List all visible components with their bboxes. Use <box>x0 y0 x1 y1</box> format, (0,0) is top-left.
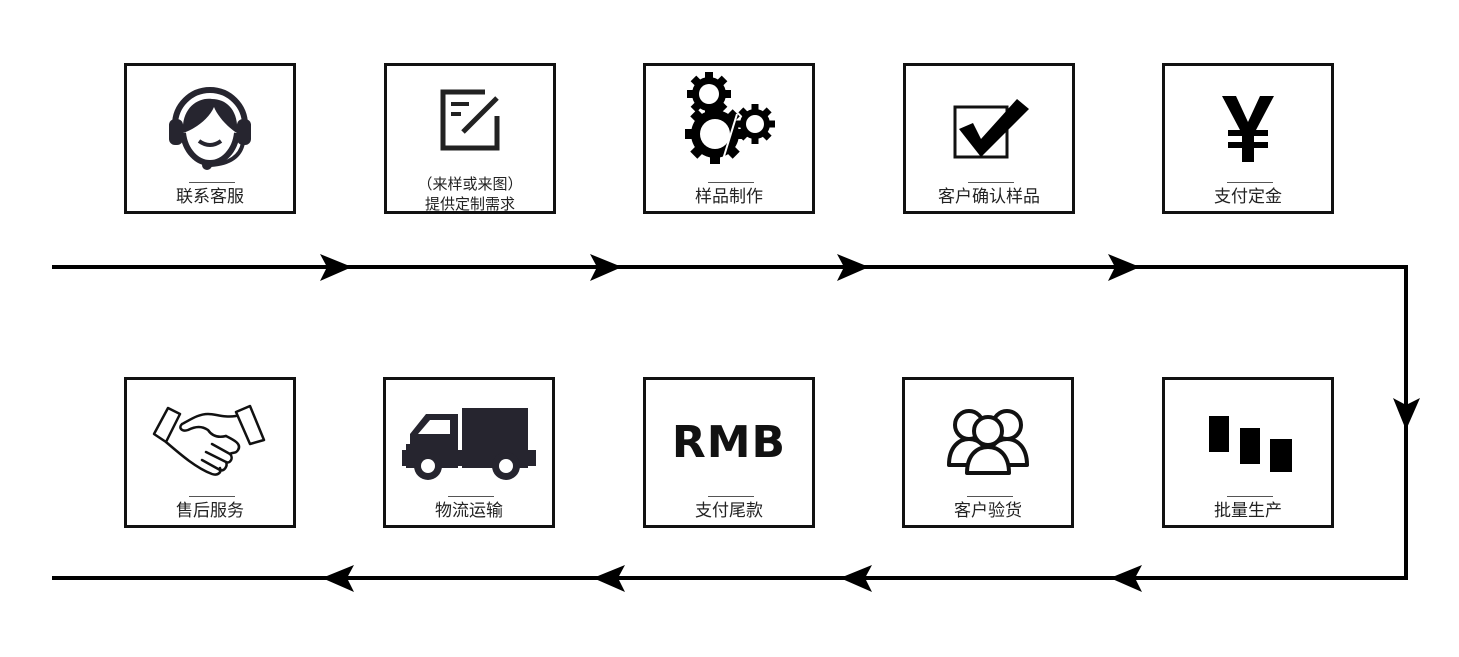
divider <box>448 496 494 497</box>
bars-production-icon <box>1165 394 1331 490</box>
arrow-down-icon <box>1393 398 1420 430</box>
gears-icon <box>646 72 812 168</box>
arrow-right-icon <box>320 254 352 281</box>
yen-icon <box>1165 80 1331 176</box>
truck-icon <box>386 394 552 490</box>
divider <box>1227 496 1273 497</box>
arrow-right-icon <box>837 254 869 281</box>
step-provide-requirements: （来样或来图） 提供定制需求 <box>384 63 556 214</box>
step-label: 样品制作 <box>695 187 763 207</box>
step-mass-production: 批量生产 <box>1162 377 1334 528</box>
step-contact-service: 联系客服 <box>124 63 296 214</box>
customer-service-headset-icon <box>127 80 293 176</box>
step-logistics: 物流运输 <box>383 377 555 528</box>
arrow-left-icon <box>322 565 354 592</box>
step-label: 联系客服 <box>176 187 244 207</box>
step-label: （来样或来图） 提供定制需求 <box>387 174 553 214</box>
step-label: 批量生产 <box>1214 501 1282 521</box>
divider <box>708 496 754 497</box>
step-sample-production: 样品制作 <box>643 63 815 214</box>
step-customer-inspection: 客户验货 <box>902 377 1074 528</box>
divider <box>967 496 1013 497</box>
edit-document-icon <box>387 76 553 166</box>
divider <box>189 496 235 497</box>
arrow-left-icon <box>840 565 872 592</box>
step-label-line1: （来样或来图） <box>417 175 523 193</box>
step-pay-balance: RMB 支付尾款 <box>643 377 815 528</box>
divider <box>189 182 235 183</box>
arrow-left-icon <box>593 565 625 592</box>
handshake-icon <box>127 394 293 490</box>
divider <box>708 182 754 183</box>
checkbox-check-icon <box>906 80 1072 176</box>
step-label-line2: 提供定制需求 <box>424 195 515 213</box>
divider <box>1227 182 1273 183</box>
step-label: 物流运输 <box>435 501 503 521</box>
step-label: 客户验货 <box>954 501 1022 521</box>
step-label: 客户确认样品 <box>938 187 1040 207</box>
users-group-icon <box>905 394 1071 490</box>
step-after-sales-service: 售后服务 <box>124 377 296 528</box>
step-label: 支付定金 <box>1214 187 1282 207</box>
divider <box>968 182 1014 183</box>
step-pay-deposit: 支付定金 <box>1162 63 1334 214</box>
rmb-text: RMB <box>671 416 787 468</box>
rmb-text-icon: RMB <box>646 394 812 490</box>
step-label: 支付尾款 <box>695 501 763 521</box>
arrow-right-icon <box>1108 254 1140 281</box>
step-label: 售后服务 <box>176 501 244 521</box>
arrow-right-icon <box>590 254 622 281</box>
step-customer-confirm-sample: 客户确认样品 <box>903 63 1075 214</box>
arrow-left-icon <box>1110 565 1142 592</box>
